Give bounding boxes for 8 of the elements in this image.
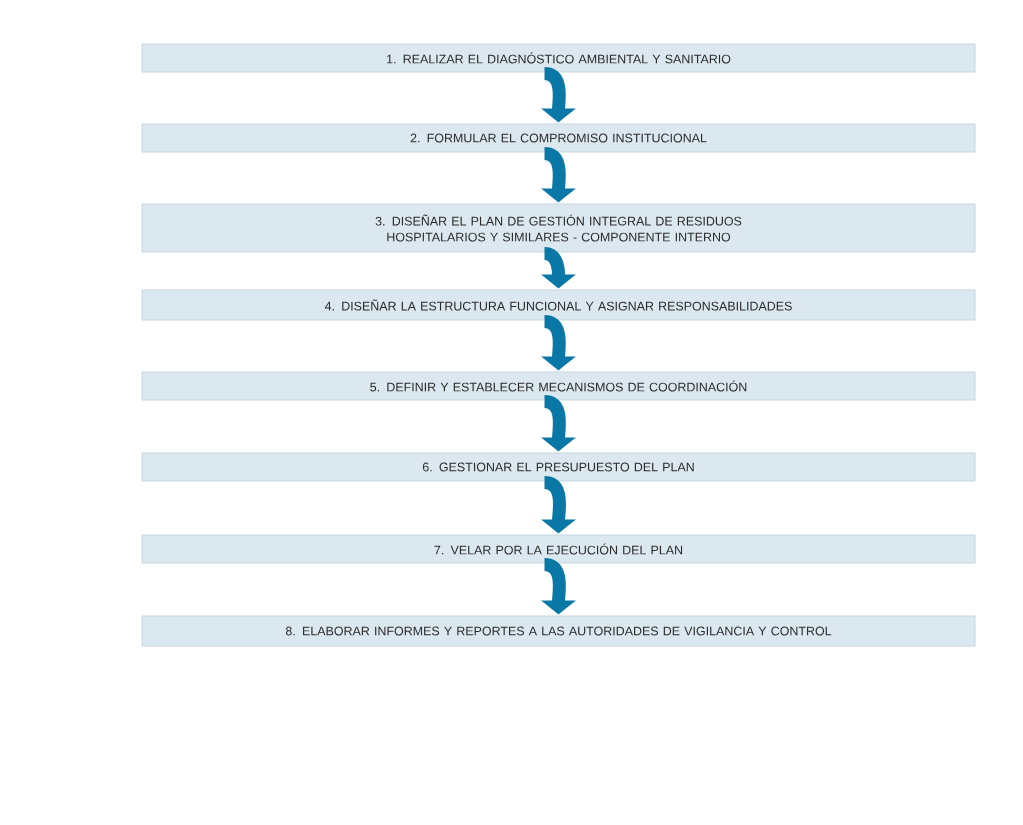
process-band: 3. DISEÑAR EL PLAN DE GESTIÓN INTEGRAL DE RESIDUOS HOSPITALARIOS Y SIMILARES - COMPONENTE INTERNO (141, 203, 976, 253)
process-band: 2. FORMULAR EL COMPROMISO INSTITUCIONAL (141, 123, 976, 153)
process-band: 4. DISEÑAR LA ESTRUCTURA FUNCIONAL Y ASIGNAR RESPONSABILIDADES (141, 289, 976, 321)
process-band: 1. REALIZAR EL DIAGNÓSTICO AMBIENTAL Y SANITARIO (141, 43, 976, 73)
process-band: 5. DEFINIR Y ESTABLECER MECANISMOS DE COORDINACIÓN (141, 371, 976, 401)
process-band: 8. ELABORAR INFORMES Y REPORTES A LAS AUTORIDADES DE VIGILANCIA Y CONTROL (141, 615, 976, 647)
process-band: 6. GESTIONAR EL PRESUPUESTO DEL PLAN (141, 452, 976, 482)
process-band: 7. VELAR POR LA EJECUCIÓN DEL PLAN (141, 534, 976, 564)
